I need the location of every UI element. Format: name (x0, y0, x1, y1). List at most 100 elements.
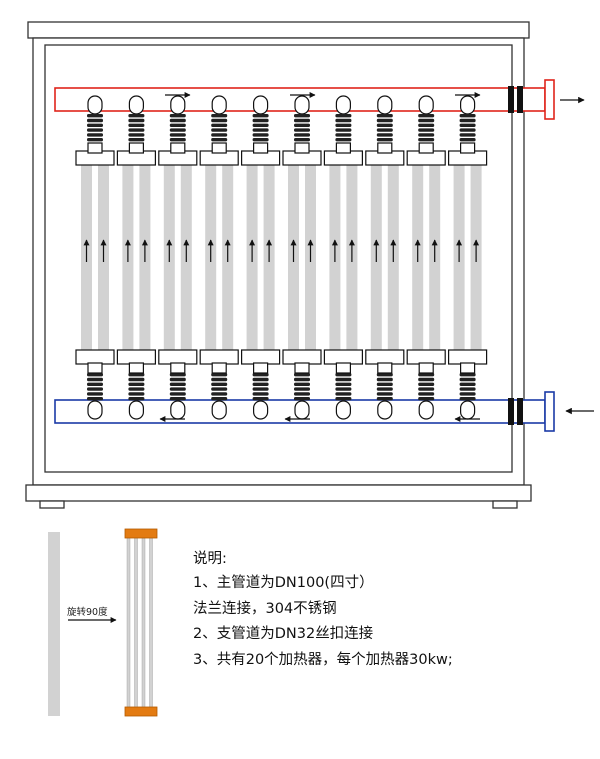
inlet-flange-band (508, 398, 514, 425)
thread-ring (169, 387, 186, 391)
hex-nut (335, 362, 351, 374)
thread-ring (376, 382, 393, 386)
pipe-cap (294, 95, 310, 115)
thread-ring (294, 373, 310, 377)
pipe-cap (377, 400, 393, 420)
hex-nut (377, 362, 393, 374)
thread-ring (169, 382, 186, 386)
thread-ring (252, 392, 269, 396)
thread-ring (335, 377, 352, 382)
thread-ring (128, 133, 145, 137)
hex-nut (211, 142, 227, 154)
thread-ring (459, 392, 476, 396)
hex-nut (253, 142, 269, 154)
base-rail (25, 484, 532, 502)
bottom-plate (241, 349, 281, 365)
hex-nut (211, 362, 227, 374)
thread-ring (128, 377, 145, 382)
thread-ring (376, 133, 393, 137)
pipe-cap (128, 400, 144, 420)
pipe-cap (211, 95, 227, 115)
top-end-block (124, 528, 158, 539)
thread-ring (252, 373, 269, 377)
heater-tube (126, 537, 131, 712)
pipe-cap (128, 95, 144, 115)
bottom-plate (75, 349, 115, 365)
hex-nut (460, 362, 476, 374)
thread-ring (459, 382, 476, 386)
thread-ring (376, 387, 393, 391)
thread-ring (169, 114, 186, 118)
thread-ring (128, 128, 145, 132)
thread-ring (87, 128, 103, 132)
note-line: 法兰连接，304不锈钢 (193, 601, 337, 617)
thread-ring (169, 377, 186, 382)
heater-tube (149, 537, 153, 712)
thread-ring (418, 133, 435, 137)
thread-ring (376, 114, 393, 118)
thread-ring (376, 128, 393, 132)
thread-ring (335, 133, 352, 137)
hex-nut (253, 362, 269, 374)
pipe-cap (253, 400, 269, 420)
thread-ring (335, 382, 352, 386)
thread-ring (335, 128, 352, 132)
pipe-cap (87, 95, 103, 115)
thread-ring (418, 382, 435, 386)
thread-ring (169, 397, 186, 401)
thread-ring (87, 377, 103, 382)
thread-ring (459, 133, 476, 137)
thread-ring (211, 123, 228, 127)
thread-ring (418, 377, 435, 382)
pipe-cap (418, 95, 434, 115)
thread-ring (252, 123, 269, 127)
thread-ring (335, 373, 352, 377)
thread-ring (294, 382, 310, 386)
pipe-cap (211, 400, 227, 420)
thread-ring (294, 128, 310, 132)
pipe-cap (335, 400, 351, 420)
thread-ring (459, 138, 476, 142)
thread-ring (252, 397, 269, 401)
thread-ring (376, 392, 393, 396)
bottom-plate (323, 349, 363, 365)
outlet-flange-band (517, 86, 523, 113)
thread-ring (128, 382, 145, 386)
thread-ring (459, 377, 476, 382)
pipe-cap (170, 400, 186, 420)
thread-ring (376, 123, 393, 127)
thread-ring (418, 118, 435, 123)
pipe-cap (418, 400, 434, 420)
thread-ring (335, 392, 352, 396)
thread-ring (87, 138, 103, 142)
thread-ring (294, 118, 310, 123)
heater-tube (134, 537, 138, 712)
thread-ring (294, 133, 310, 137)
thread-ring (335, 118, 352, 123)
hex-nut (87, 142, 103, 154)
thread-ring (87, 373, 103, 377)
thread-ring (128, 387, 145, 391)
thread-ring (211, 382, 228, 386)
thread-ring (376, 377, 393, 382)
thread-ring (459, 397, 476, 401)
thread-ring (211, 118, 228, 123)
thread-ring (252, 377, 269, 382)
thread-ring (335, 123, 352, 127)
thread-ring (128, 114, 145, 118)
outlet-flange-band (508, 86, 514, 113)
thread-ring (128, 123, 145, 127)
thread-ring (211, 114, 228, 118)
hex-nut (128, 362, 144, 374)
hex-nut (460, 142, 476, 154)
hex-nut (335, 142, 351, 154)
thread-ring (87, 392, 103, 396)
pipe-cap (377, 95, 393, 115)
thread-ring (87, 118, 103, 123)
hex-nut (294, 142, 310, 154)
thread-ring (294, 123, 310, 127)
thread-ring (294, 397, 310, 401)
thread-ring (87, 123, 103, 127)
thread-ring (459, 123, 476, 127)
